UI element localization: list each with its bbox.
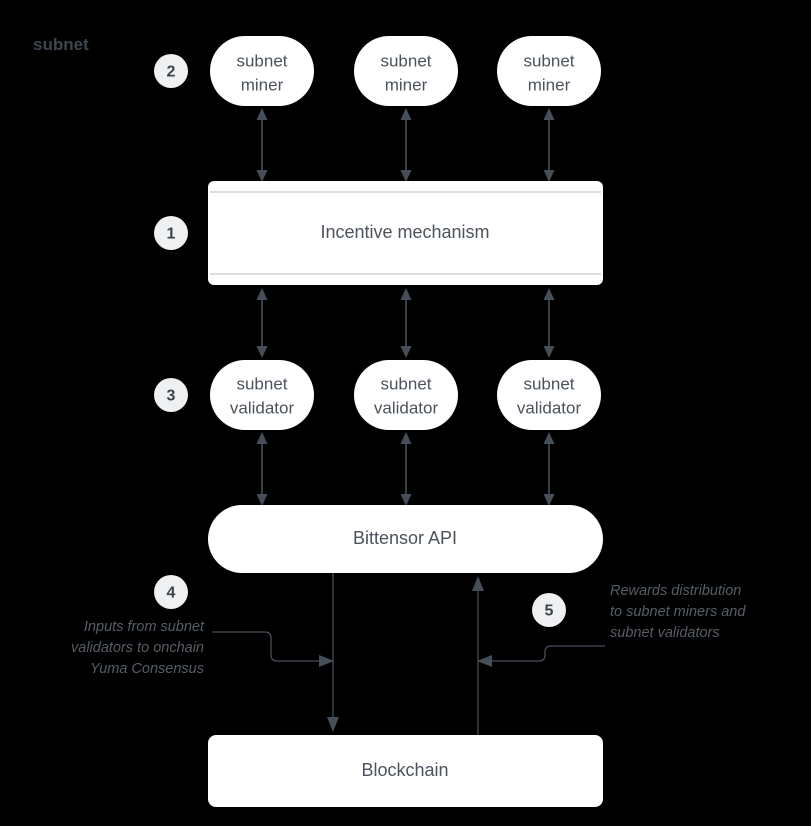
badge-3-circle <box>154 378 188 412</box>
miner-label-3-line2: miner <box>528 75 571 94</box>
annotation-left-line-2: validators to onchain <box>71 640 204 656</box>
annotation-right-line-2: to subnet miners and <box>610 604 746 620</box>
incentive-mechanism-node[interactable]: Incentive mechanism <box>208 181 603 285</box>
miner-shape-2[interactable] <box>354 36 458 106</box>
annotation-right-line-1: Rewards distribution <box>610 583 741 599</box>
bittensor-api-shape[interactable] <box>208 505 603 573</box>
miner-label-2-line1: subnet <box>380 51 431 70</box>
incentive-mechanism-shape[interactable] <box>208 181 603 285</box>
connector-miner-1-incentive <box>256 108 268 182</box>
badge-4: 4 <box>154 575 188 609</box>
validator-label-2-line2: validator <box>374 398 439 417</box>
badge-2: 2 <box>154 54 188 88</box>
validator-shape-2[interactable] <box>354 360 458 430</box>
validator-label-3-line2: validator <box>517 398 582 417</box>
validator-group-1[interactable]: subnet validator <box>210 360 314 430</box>
miner-label-1-line2: miner <box>241 75 284 94</box>
connector-incentive-validator-1 <box>256 288 268 358</box>
connector-validator-3-api <box>543 432 555 506</box>
miner-group-1[interactable]: subnet miner <box>210 36 314 106</box>
badge-1-circle <box>154 216 188 250</box>
bittensor-api-label: Bittensor API <box>353 528 457 548</box>
badge-5: 5 <box>532 593 566 627</box>
connector-annotation-left-step <box>212 631 334 667</box>
badge-2-number: 2 <box>167 64 176 81</box>
annotation-left-line-1: Inputs from subnet <box>84 619 205 635</box>
miner-label-1-line1: subnet <box>236 51 287 70</box>
blockchain-node[interactable]: Blockchain <box>208 735 603 807</box>
badge-1-number: 1 <box>167 226 176 243</box>
incentive-mechanism-label: Incentive mechanism <box>320 222 489 242</box>
miner-label-2-line2: miner <box>385 75 428 94</box>
badge-4-circle <box>154 575 188 609</box>
annotation-left-line-3: Yuma Consensus <box>90 661 204 677</box>
badge-5-number: 5 <box>545 603 554 620</box>
connector-incentive-validator-3 <box>543 288 555 358</box>
connector-validator-1-api <box>256 432 268 506</box>
validator-label-1-line2: validator <box>230 398 295 417</box>
miner-shape-1[interactable] <box>210 36 314 106</box>
validator-label-3-line1: subnet <box>523 374 574 393</box>
badge-1: 1 <box>154 216 188 250</box>
connector-annotation-right-step <box>477 645 605 667</box>
annotation-right-line-3: subnet validators <box>610 625 720 641</box>
badge-3: 3 <box>154 378 188 412</box>
validator-shape-3[interactable] <box>497 360 601 430</box>
annotation-right-text: Rewards distribution to subnet miners an… <box>610 583 746 641</box>
miner-label-3-line1: subnet <box>523 51 574 70</box>
connector-miner-3-incentive <box>543 108 555 182</box>
validator-label-1-line1: subnet <box>236 374 287 393</box>
miner-shape-3[interactable] <box>497 36 601 106</box>
blockchain-shape[interactable] <box>208 735 603 807</box>
validator-group-3[interactable]: subnet validator <box>497 360 601 430</box>
connector-validator-2-api <box>400 432 412 506</box>
connector-blockchain-to-api <box>472 576 484 735</box>
miner-group-3[interactable]: subnet miner <box>497 36 601 106</box>
connector-api-to-blockchain <box>327 573 339 732</box>
blockchain-label: Blockchain <box>361 760 448 780</box>
badge-4-number: 4 <box>167 585 176 602</box>
validator-group-2[interactable]: subnet validator <box>354 360 458 430</box>
section-title-subnet: subnet <box>33 35 89 54</box>
validator-label-2-line1: subnet <box>380 374 431 393</box>
connector-incentive-validator-2 <box>400 288 412 358</box>
validator-shape-1[interactable] <box>210 360 314 430</box>
bittensor-api-node[interactable]: Bittensor API <box>208 505 603 573</box>
connector-miner-2-incentive <box>400 108 412 182</box>
badge-3-number: 3 <box>167 388 176 405</box>
badge-2-circle <box>154 54 188 88</box>
annotation-left-text: Inputs from subnet validators to onchain… <box>71 619 205 677</box>
miner-group-2[interactable]: subnet miner <box>354 36 458 106</box>
badge-5-circle <box>532 593 566 627</box>
